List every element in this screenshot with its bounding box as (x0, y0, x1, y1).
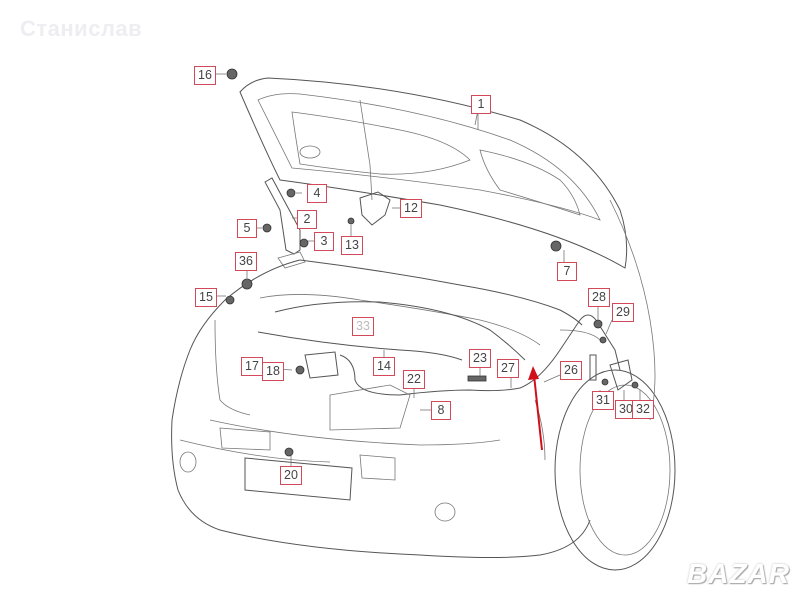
callout-27: 27 (497, 359, 519, 378)
callout-36: 36 (235, 252, 257, 271)
callout-3: 3 (314, 232, 334, 251)
hood-panel (239, 77, 628, 269)
small-parts (225, 68, 639, 457)
callout-16: 16 (194, 66, 216, 85)
highlight-arrow (528, 366, 543, 451)
callout-33: 33 (352, 317, 374, 336)
hood-hinge (264, 177, 306, 269)
callout-8: 8 (431, 401, 451, 420)
callout-23: 23 (469, 349, 491, 368)
brand-logo: BAZAR (687, 558, 790, 589)
cables-and-seals (257, 301, 621, 431)
callout-20: 20 (280, 466, 302, 485)
callout-1: 1 (471, 95, 491, 114)
callout-7: 7 (557, 262, 577, 281)
callout-17: 17 (241, 357, 263, 376)
callout-32: 32 (632, 400, 654, 419)
callout-28: 28 (588, 288, 610, 307)
callout-14: 14 (373, 357, 395, 376)
callout-4: 4 (307, 184, 327, 203)
callout-18: 18 (262, 362, 284, 381)
callout-13: 13 (341, 236, 363, 255)
callout-12: 12 (400, 199, 422, 218)
callout-26: 26 (560, 361, 582, 380)
callout-29: 29 (612, 303, 634, 322)
callout-15: 15 (195, 288, 217, 307)
watermark-text: Станислав (20, 16, 143, 41)
car-body (171, 199, 676, 571)
callout-31: 31 (592, 391, 614, 410)
callout-30: 30 (615, 400, 637, 419)
callout-22: 22 (403, 370, 425, 389)
callout-2: 2 (297, 210, 317, 229)
callout-5: 5 (237, 219, 257, 238)
